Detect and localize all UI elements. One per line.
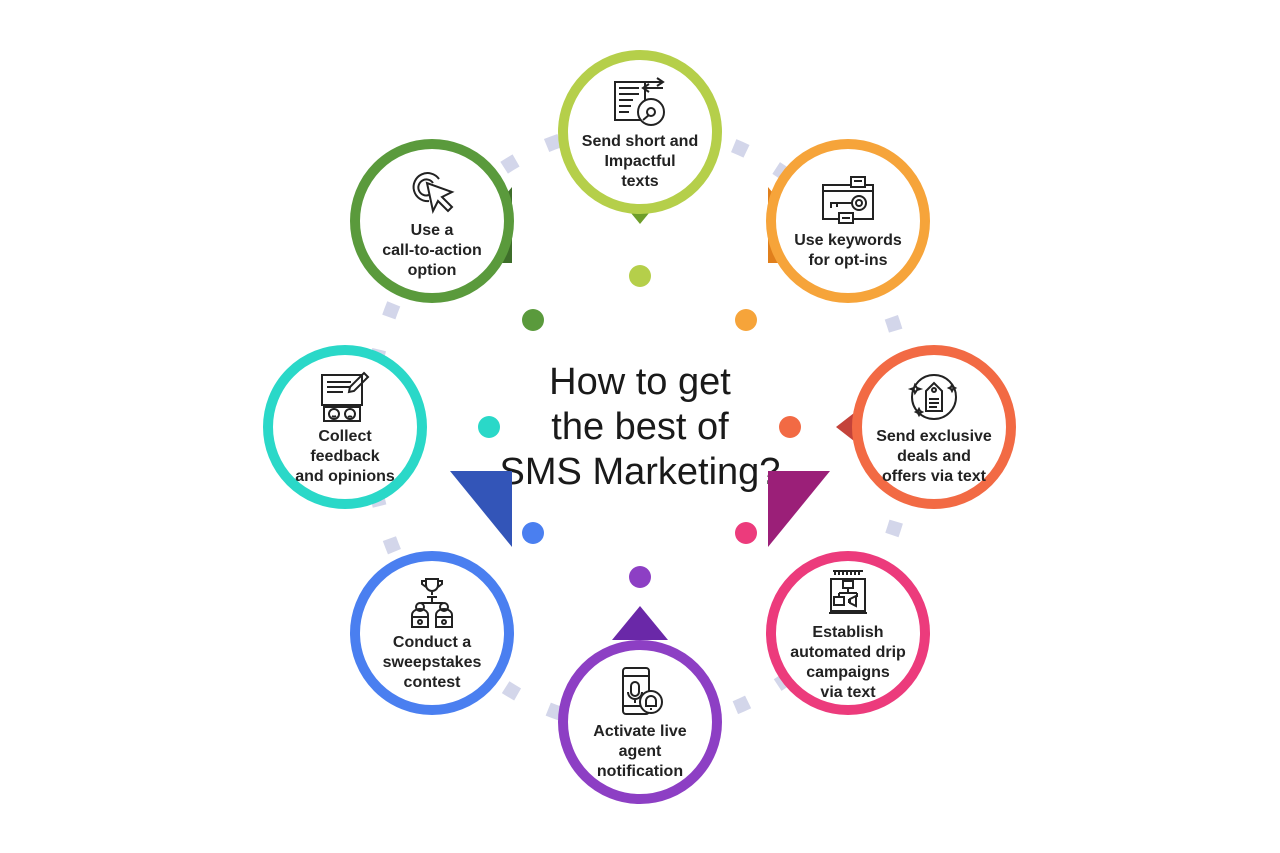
step-call-to-action: Use a call-to-action option [350,139,514,303]
feedback-form-icon [316,371,374,423]
step-sweepstakes-contest: Conduct a sweepstakes contest [350,471,514,715]
step-dot [735,522,757,544]
step-dot [735,309,757,331]
trophy-contest-icon [403,577,461,629]
step-use-keywords: Use keywords for opt-ins [766,139,930,303]
document-disc-icon [611,76,669,128]
step-dot [629,566,651,588]
step-dot [779,416,801,438]
cursor-click-icon [403,165,461,217]
step-live-agent-notification: Activate live agent notification [558,606,722,804]
pointer-tail [612,606,668,640]
step-dot [478,416,500,438]
pointer-tail [768,471,830,547]
step-dot [522,522,544,544]
phone-bell-icon [611,666,669,718]
badge-tag-icon [905,371,963,423]
step-collect-feedback: Collect feedback and opinions [263,345,427,509]
step-dot [522,309,544,331]
key-chat-browser-icon [819,175,877,227]
step-drip-campaigns: Establish automated drip campaigns via t… [766,471,930,715]
automation-flow-icon [819,567,877,619]
pointer-tail [450,471,512,547]
step-exclusive-deals: Send exclusive deals and offers via text [836,345,1016,509]
step-dot [629,265,651,287]
page-title: How to get the best of SMS Marketing? [499,361,781,493]
step-send-short-texts: Send short and Impactful texts [558,50,722,224]
